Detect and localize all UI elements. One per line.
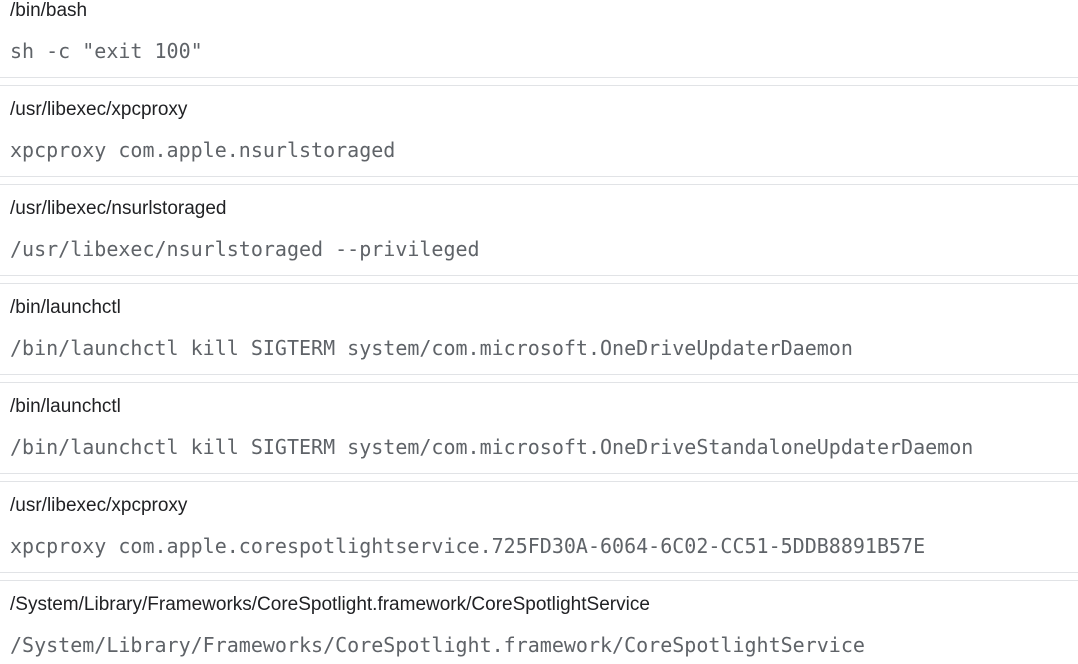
process-entry[interactable]: /usr/libexec/xpcproxy xpcproxy com.apple… — [0, 85, 1078, 177]
process-path: /bin/bash — [10, 0, 88, 21]
process-entry[interactable]: /bin/launchctl /bin/launchctl kill SIGTE… — [0, 283, 1078, 375]
process-path: /System/Library/Frameworks/CoreSpotlight… — [10, 594, 650, 615]
process-path: /bin/launchctl — [10, 297, 121, 318]
process-command: xpcproxy com.apple.nsurlstoraged — [10, 138, 396, 162]
process-path: /bin/launchctl — [10, 396, 121, 417]
process-path: /usr/libexec/xpcproxy — [10, 99, 188, 120]
process-entry[interactable]: /usr/libexec/xpcproxy xpcproxy com.apple… — [0, 481, 1078, 573]
process-entry[interactable]: /bin/bash sh -c "exit 100" — [0, 0, 1078, 78]
process-command: /System/Library/Frameworks/CoreSpotlight… — [10, 633, 865, 657]
process-entry[interactable]: /bin/launchctl /bin/launchctl kill SIGTE… — [0, 382, 1078, 474]
process-command: /usr/libexec/nsurlstoraged --privileged — [10, 237, 480, 261]
process-command: sh -c "exit 100" — [10, 39, 203, 63]
process-command: xpcproxy com.apple.corespotlightservice.… — [10, 534, 926, 558]
process-path: /usr/libexec/nsurlstoraged — [10, 198, 227, 219]
process-command: /bin/launchctl kill SIGTERM system/com.m… — [10, 435, 974, 459]
process-command: /bin/launchctl kill SIGTERM system/com.m… — [10, 336, 853, 360]
process-entry[interactable]: /usr/libexec/nsurlstoraged /usr/libexec/… — [0, 184, 1078, 276]
process-entry[interactable]: /System/Library/Frameworks/CoreSpotlight… — [0, 580, 1078, 664]
process-path: /usr/libexec/xpcproxy — [10, 495, 188, 516]
